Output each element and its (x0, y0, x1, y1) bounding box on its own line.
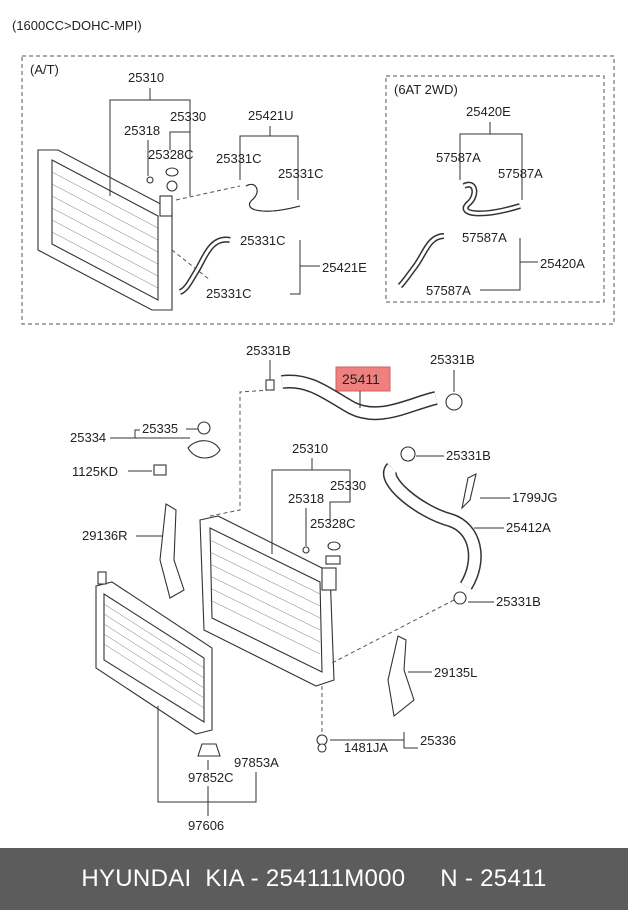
label-25331c-a: 25331C (216, 151, 262, 166)
label-25331b-a: 25331B (246, 343, 291, 358)
engine-spec-label: (1600CC>DOHC-MPI) (12, 18, 142, 33)
label-25318-top: 25318 (124, 123, 160, 138)
at-group-title: (A/T) (30, 62, 59, 77)
label-57587a-d: 57587A (426, 283, 471, 298)
label-29136r: 29136R (82, 528, 128, 543)
label-25310-top: 25310 (128, 70, 164, 85)
at-group-box (21, 55, 615, 325)
label-25330-top: 25330 (170, 109, 206, 124)
label-25330-main: 25330 (330, 478, 366, 493)
sixat-group-box (385, 75, 605, 303)
label-25334: 25334 (70, 430, 106, 445)
label-25331c-c: 25331C (240, 233, 286, 248)
radiator-top (37, 149, 178, 311)
label-25412a: 25412A (506, 520, 551, 535)
receiver-drier (197, 743, 221, 757)
air-guard-29136r (159, 503, 185, 599)
footer-bar: HYUNDAI KIA - 254111M000 N - 25411 (0, 848, 628, 910)
label-1481ja: 1481JA (344, 740, 388, 755)
footer-part-text: HYUNDAI KIA - 254111M000 N - 25411 (81, 865, 547, 892)
label-25336: 25336 (420, 733, 456, 748)
label-97853a: 97853A (234, 755, 279, 770)
label-1799jg: 1799JG (512, 490, 558, 505)
label-97852c: 97852C (188, 770, 234, 785)
radiator-cap (197, 421, 211, 435)
highlight-25411-label: 25411 (342, 371, 380, 387)
label-97606: 97606 (188, 818, 224, 833)
label-25331b-d: 25331B (496, 594, 541, 609)
label-57587a-b: 57587A (498, 166, 543, 181)
label-25328c-top: 25328C (148, 147, 194, 162)
label-57587a-c: 57587A (462, 230, 507, 245)
label-29135l: 29135L (434, 665, 477, 680)
label-25421u: 25421U (248, 108, 294, 123)
parts-diagram: (1600CC>DOHC-MPI) (A/T) (6AT 2WD) 25310 … (12, 18, 615, 833)
label-25331c-d: 25331C (206, 286, 252, 301)
label-25331b-c: 25331B (446, 448, 491, 463)
label-25331b-b: 25331B (430, 352, 475, 367)
label-25335: 25335 (142, 421, 178, 436)
label-25328c-main: 25328C (310, 516, 356, 531)
highlight-25411-box (335, 366, 391, 392)
air-guard-29135l (387, 635, 415, 718)
label-1125kd: 1125KD (72, 464, 118, 479)
label-25318-main: 25318 (288, 491, 324, 506)
label-25421e: 25421E (322, 260, 367, 275)
sixat-group-title: (6AT 2WD) (394, 82, 458, 97)
label-25331c-b: 25331C (278, 166, 324, 181)
label-57587a-a: 57587A (436, 150, 481, 165)
label-25420a: 25420A (540, 256, 585, 271)
bracket-25334 (187, 440, 221, 459)
hose-clip-1799jg (461, 472, 477, 510)
condenser (95, 571, 213, 735)
label-25310-main: 25310 (292, 441, 328, 456)
label-25420e: 25420E (466, 104, 511, 119)
radiator-main (199, 515, 337, 687)
